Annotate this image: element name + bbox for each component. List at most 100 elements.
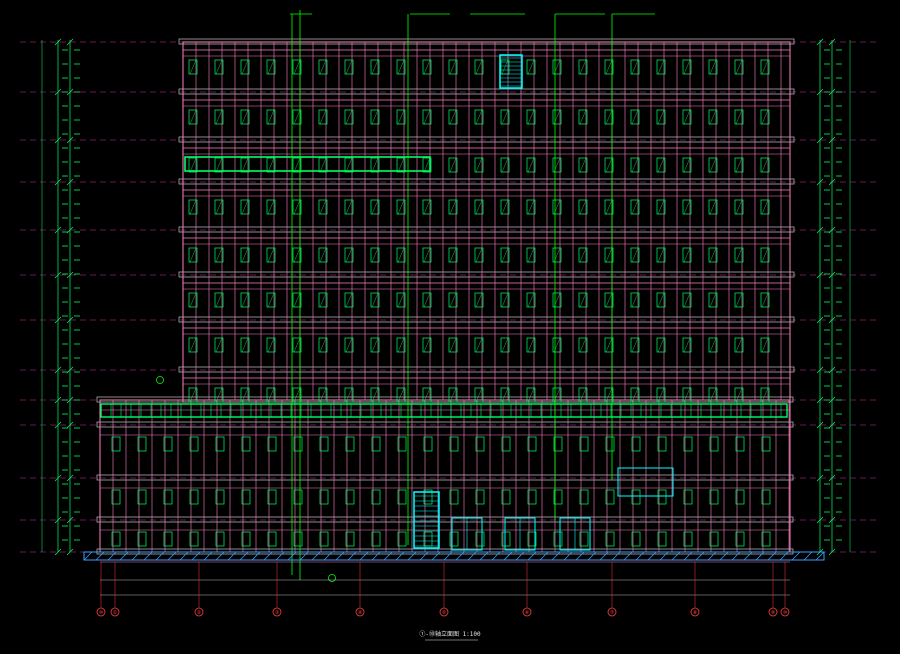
podium-window	[475, 489, 485, 505]
podium-window	[605, 531, 615, 547]
podium-window	[579, 436, 589, 452]
ground-hatch	[707, 551, 717, 561]
window	[708, 157, 718, 173]
window	[604, 109, 614, 125]
window-opening-mark	[735, 59, 743, 75]
window-opening-mark	[683, 247, 691, 263]
window	[396, 387, 406, 403]
podium-window	[735, 436, 745, 452]
window-opening-mark	[631, 337, 639, 353]
ground-hatch	[227, 551, 237, 561]
window-opening-mark	[397, 337, 405, 353]
podium-window	[293, 489, 303, 505]
podium-window	[345, 531, 355, 547]
window-opening-mark	[475, 109, 483, 125]
window-opening-mark	[709, 337, 717, 353]
window	[396, 109, 406, 125]
window-opening-mark	[189, 387, 197, 403]
window	[604, 59, 614, 75]
window-opening-mark	[189, 109, 197, 125]
window-opening-mark	[241, 247, 249, 263]
window-opening-mark	[189, 199, 197, 215]
window-opening-mark	[241, 387, 249, 403]
window-opening-mark	[735, 292, 743, 308]
window-opening-mark	[631, 109, 639, 125]
window	[370, 337, 380, 353]
window-opening-mark	[683, 109, 691, 125]
window-opening-mark	[761, 199, 769, 215]
window-opening-mark	[501, 247, 509, 263]
window	[214, 247, 224, 263]
window-opening-mark	[657, 247, 665, 263]
podium-window	[241, 489, 251, 505]
window	[240, 247, 250, 263]
window	[500, 199, 510, 215]
podium-window	[657, 436, 667, 452]
axis-bubble	[272, 607, 282, 617]
window-opening-mark	[189, 247, 197, 263]
window-opening-mark	[319, 59, 327, 75]
ground-hatch	[515, 551, 525, 561]
window	[448, 337, 458, 353]
window	[474, 59, 484, 75]
ground-hatch	[683, 551, 693, 561]
ground-hatch	[299, 551, 309, 561]
podium-window	[683, 531, 693, 547]
podium-window	[163, 531, 173, 547]
podium-window	[527, 531, 537, 547]
window	[422, 247, 432, 263]
ground-hatch	[371, 551, 381, 561]
ground-hatch	[251, 551, 261, 561]
floor-slab-1	[178, 88, 795, 95]
window	[214, 59, 224, 75]
drawing-title: ①-⑩轴立面图 1:100	[419, 630, 481, 638]
window-opening-mark	[631, 199, 639, 215]
window-opening-mark	[579, 337, 587, 353]
window	[266, 337, 276, 353]
annotation-leaders	[156, 10, 655, 582]
window-opening-mark	[527, 199, 535, 215]
window-opening-mark	[631, 292, 639, 308]
window	[760, 157, 770, 173]
window-opening-mark	[215, 59, 223, 75]
podium-window	[683, 489, 693, 505]
window	[474, 109, 484, 125]
window	[370, 292, 380, 308]
window-opening-mark	[241, 59, 249, 75]
window-opening-mark	[345, 337, 353, 353]
window-opening-mark	[761, 59, 769, 75]
window-opening-mark	[657, 109, 665, 125]
window-opening-mark	[683, 59, 691, 75]
window	[552, 157, 562, 173]
window-opening-mark	[423, 292, 431, 308]
window-opening-mark	[319, 247, 327, 263]
window-opening-mark	[501, 292, 509, 308]
window-opening-mark	[475, 387, 483, 403]
window	[318, 199, 328, 215]
window-opening-mark	[215, 292, 223, 308]
window-opening-mark	[267, 59, 275, 75]
podium-window	[631, 436, 641, 452]
podium-window	[761, 531, 771, 547]
window	[266, 59, 276, 75]
ground-hatch	[455, 551, 465, 561]
window	[526, 157, 536, 173]
window	[214, 199, 224, 215]
ground-hatch	[551, 551, 561, 561]
window-opening-mark	[449, 109, 457, 125]
window-opening-mark	[735, 247, 743, 263]
axis-label: ①	[113, 610, 118, 616]
window-opening-mark	[501, 157, 509, 173]
window-opening-mark	[267, 157, 275, 173]
window	[422, 292, 432, 308]
window-opening-mark	[189, 337, 197, 353]
axis-label: ⑩	[783, 610, 788, 616]
window	[396, 59, 406, 75]
window	[344, 59, 354, 75]
window-opening-mark	[215, 109, 223, 125]
window	[266, 292, 276, 308]
window	[448, 247, 458, 263]
window	[500, 157, 510, 173]
podium-window	[735, 489, 745, 505]
